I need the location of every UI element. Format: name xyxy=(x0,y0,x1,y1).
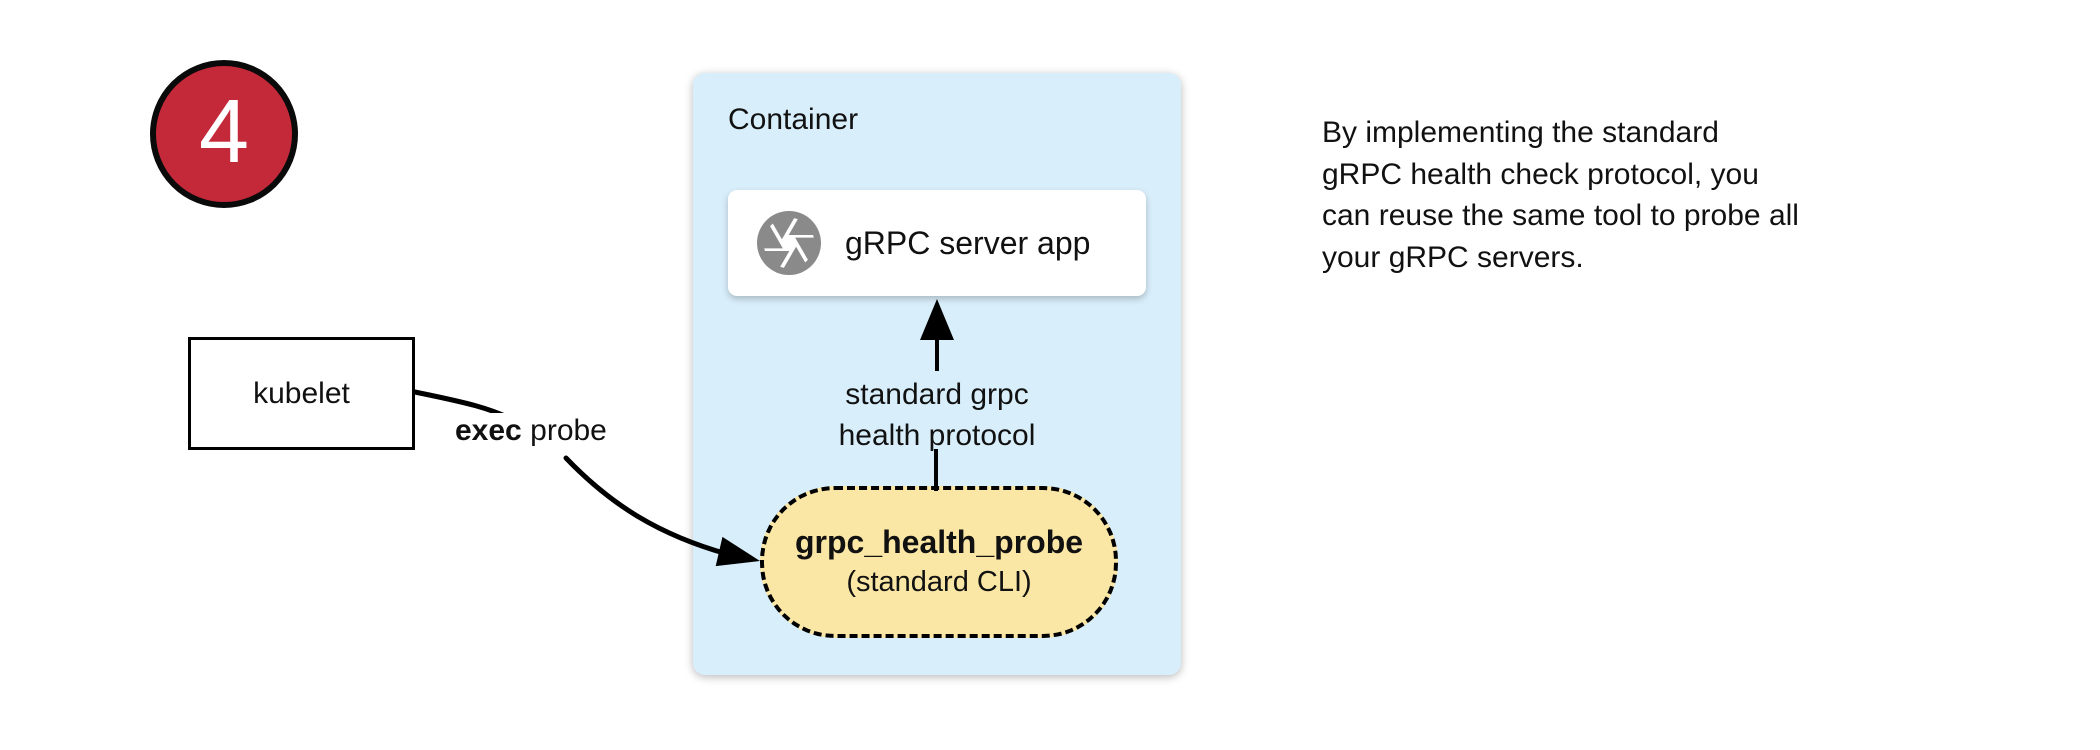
protocol-label-line1: standard grpc xyxy=(845,378,1029,411)
health-probe-title: grpc_health_probe xyxy=(794,524,1084,560)
health-probe-box: grpc_health_probe (standard CLI) xyxy=(760,486,1118,638)
grpc-server-label: gRPC server app xyxy=(845,224,1091,261)
exec-probe-label-rest: probe xyxy=(530,414,607,447)
protocol-arrow-label: standard grpc health protocol xyxy=(787,374,1087,456)
grpc-server-box: gRPC server app xyxy=(728,190,1146,296)
container-title: Container xyxy=(728,103,859,136)
health-probe-subtitle: (standard CLI) xyxy=(846,566,1032,598)
kubelet-label: kubelet xyxy=(253,376,350,410)
step-number: 4 xyxy=(198,82,250,182)
note-line-2: gRPC health check protocol, you xyxy=(1322,157,1759,191)
note-line-3: can reuse the same tool to probe all xyxy=(1322,199,1799,232)
step-badge: 4 xyxy=(150,60,298,208)
protocol-label-line2: health protocol xyxy=(838,419,1036,452)
note-text: By implementing the standard gRPC health… xyxy=(1322,112,1799,278)
exec-probe-label-bold: exec xyxy=(455,414,522,447)
kubelet-node: kubelet xyxy=(188,337,415,450)
note-line-1: By implementing the standard xyxy=(1322,116,1719,149)
aperture-icon xyxy=(757,211,821,275)
note-line-4: your gRPC servers. xyxy=(1322,240,1584,274)
